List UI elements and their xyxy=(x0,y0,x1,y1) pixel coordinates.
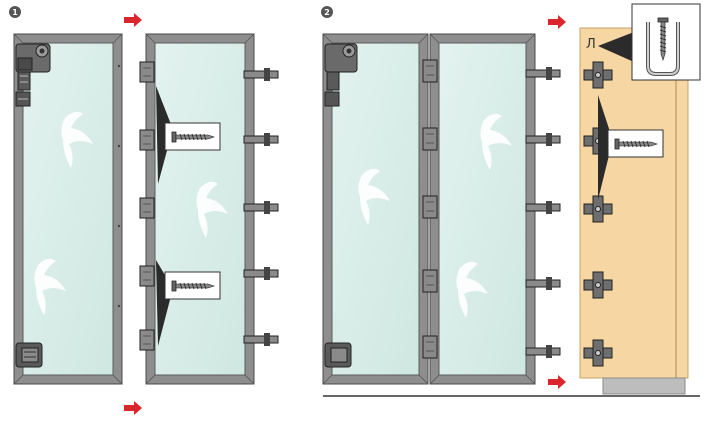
bracket-column-right xyxy=(243,68,279,346)
door-panel-installed-left xyxy=(322,33,429,385)
hinge-icon xyxy=(422,59,438,83)
hinge-icon xyxy=(139,129,155,151)
bracket-icon xyxy=(243,68,279,81)
hinge-column-center xyxy=(422,59,438,359)
hinge-icon xyxy=(139,197,155,219)
hinge-icon xyxy=(422,335,438,359)
hinge-icon xyxy=(422,127,438,151)
step-number: 1 xyxy=(12,8,18,17)
bracket-column-right-installed xyxy=(525,67,561,358)
bracket-icon xyxy=(525,133,561,146)
cabinet-mount-icon xyxy=(583,61,613,89)
hinge-icon xyxy=(422,195,438,219)
screw-callout-cabinet xyxy=(598,95,664,200)
screw-icon xyxy=(614,138,658,150)
floor-base xyxy=(602,377,686,395)
hinge-column-left xyxy=(139,61,155,351)
hinge-icon xyxy=(422,269,438,293)
bracket-icon xyxy=(525,277,561,290)
roller-icon xyxy=(15,43,51,91)
profile-letter: Л xyxy=(586,37,596,52)
bracket-icon xyxy=(243,267,279,280)
bracket-icon xyxy=(525,201,561,214)
cabinet-mount-icon xyxy=(583,195,613,223)
bracket-icon xyxy=(15,91,31,107)
screw-icon xyxy=(171,131,215,143)
roller-icon xyxy=(324,342,352,368)
arrow-right-icon xyxy=(124,13,142,27)
screw-icon xyxy=(171,280,215,292)
cabinet-mount-icon xyxy=(583,271,613,299)
hinge-icon xyxy=(139,61,155,83)
door-panel-left xyxy=(13,33,123,385)
arrow-right-icon xyxy=(124,401,142,415)
roller-icon xyxy=(324,43,358,107)
cabinet-mount-icon xyxy=(583,339,613,367)
screw-callout-bottom xyxy=(156,260,221,346)
bracket-icon xyxy=(243,333,279,346)
screw-icon xyxy=(657,17,669,61)
arrow-right-icon xyxy=(548,15,566,29)
door-panel-installed-right xyxy=(429,33,536,385)
roller-icon xyxy=(15,342,43,368)
hinge-icon xyxy=(139,329,155,351)
bracket-icon xyxy=(525,67,561,80)
profile-inset xyxy=(598,3,701,81)
bracket-icon xyxy=(243,133,279,146)
arrow-right-icon xyxy=(548,375,566,389)
step-badge-1: 1 xyxy=(9,6,21,18)
step-number: 2 xyxy=(324,8,330,17)
hinge-icon xyxy=(139,265,155,287)
bracket-icon xyxy=(525,345,561,358)
step-badge-2: 2 xyxy=(321,6,333,18)
door-panel-right xyxy=(145,33,255,385)
bracket-icon xyxy=(243,201,279,214)
screw-callout-top xyxy=(156,86,221,184)
